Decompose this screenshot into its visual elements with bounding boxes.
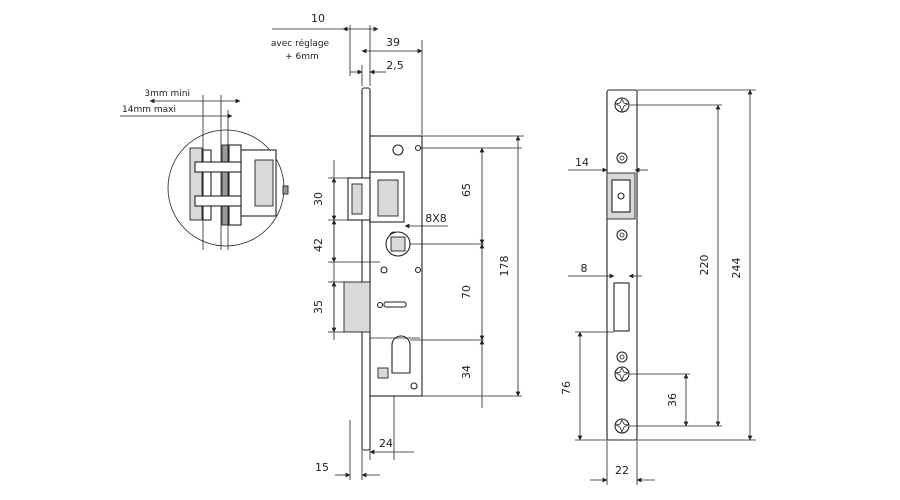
detail-plate [189,147,203,221]
dead-bolt [343,281,371,333]
screw-top [614,97,630,113]
dim-8x8: 8X8 [425,212,447,225]
dim-8: 8 [581,262,588,275]
dim-2-5: 2,5 [386,59,404,72]
dim-adjust-line2: + 6mm [285,52,319,62]
dim-15: 15 [315,461,329,474]
dim-178: 178 [498,256,511,277]
dim-39: 39 [386,36,400,49]
front-view-dimensions: 244 220 36 76 14 8 22 [560,89,756,485]
dim-244: 244 [730,258,743,279]
dim-65: 65 [460,183,473,197]
dim-22: 22 [615,464,629,477]
dim-76: 76 [560,381,573,395]
dim-14: 14 [575,156,589,169]
dim-42: 42 [312,238,325,252]
dim-30: 30 [312,192,325,206]
screw-bottom [614,418,630,434]
faceplate-front [606,89,638,441]
dim-35: 35 [312,300,325,314]
detail-view: 3mm mini 14mm maxi [120,89,289,250]
side-view-lock [343,87,423,451]
dim-3mm-mini: 3mm mini [144,89,190,99]
cylinder-cutout [391,335,411,374]
front-view-faceplate [606,89,638,441]
deadbolt-slot [613,282,630,332]
square-follower [390,236,406,252]
dim-220: 220 [698,255,711,276]
dim-24: 24 [379,437,393,450]
dim-14mm-maxi: 14mm maxi [122,105,176,115]
dim-36: 36 [666,393,679,407]
screw-middle [614,366,630,382]
faceplate-side [361,87,371,451]
dim-70: 70 [460,285,473,299]
dim-34: 34 [460,365,473,379]
dim-10: 10 [311,12,325,25]
dim-adjust-line1: avec réglage [271,38,330,49]
side-view-dimensions: 10 avec réglage + 6mm 39 2,5 30 42 35 65… [271,12,524,480]
